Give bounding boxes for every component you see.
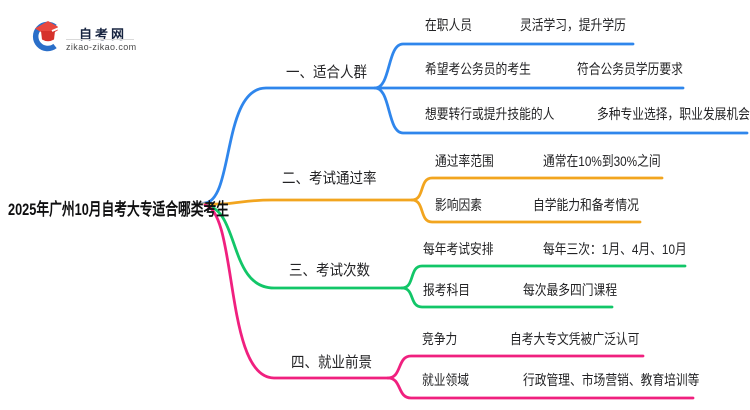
central-topic: 2025年广州10月自考大专适合哪类考生 (8, 200, 230, 219)
branch4-label: 四、就业前景 (291, 354, 373, 371)
graduation-cap-icon (33, 21, 63, 52)
leaf-value: 多种专业选择，职业发展机会 (597, 106, 750, 122)
branch3-leaf2-line (400, 286, 614, 309)
branch3-main-line (203, 203, 404, 290)
branch2-label: 二、考试通过率 (282, 170, 377, 187)
leaf-label: 就业领域 (422, 372, 470, 388)
leaf-value: 符合公务员学历要求 (577, 61, 683, 77)
logo-domain-text: zikao-zikao.com (66, 42, 137, 52)
leaf-label: 竞争力 (422, 331, 458, 347)
leaf-label: 想要转行或提升技能的人 (425, 106, 555, 122)
leaf-value: 每次最多四门课程 (523, 282, 618, 298)
leaf-value: 自考大专文凭被广泛认可 (510, 331, 640, 347)
branch1-leaf1-line (373, 42, 635, 90)
leaf-value: 每年三次：1月、4月、10月 (543, 241, 687, 257)
leaf-value: 自学能力和备考情况 (533, 197, 639, 213)
site-logo[interactable]: 自考网 zikao-zikao.com (0, 0, 150, 60)
branch4-main-line (203, 203, 390, 380)
branch1-main-line (203, 86, 377, 205)
leaf-label: 影响因素 (435, 197, 483, 213)
leaf-value: 通常在10%到30%之间 (543, 153, 661, 169)
branch1-leaf3-line (373, 86, 749, 135)
branch4-leaf2-line (386, 376, 695, 400)
leaf-value: 灵活学习，提升学历 (520, 17, 626, 33)
leaf-label: 在职人员 (425, 17, 473, 33)
branch2-leaf2-line (410, 198, 642, 224)
leaf-value: 行政管理、市场营销、教育培训等 (523, 372, 700, 388)
logo-title: 自考网 (79, 27, 128, 42)
leaf-label: 报考科目 (423, 282, 471, 298)
leaf-label: 每年考试安排 (423, 241, 494, 257)
leaf-label: 希望考公务员的考生 (425, 61, 531, 77)
branch3-label: 三、考试次数 (289, 262, 371, 279)
logo-divider (66, 39, 134, 40)
branch2-main-line (203, 198, 414, 206)
leaf-label: 通过率范围 (435, 153, 494, 169)
branch1-label: 一、适合人群 (286, 64, 368, 81)
